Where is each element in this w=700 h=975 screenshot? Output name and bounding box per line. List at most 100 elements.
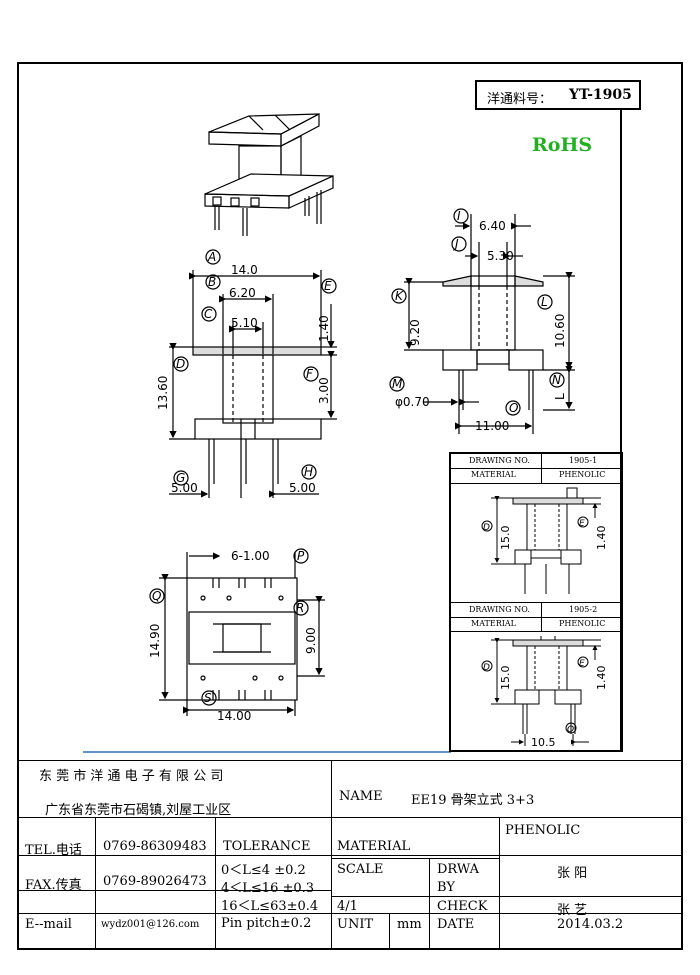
variant2-material: PHENOLIC [559, 619, 606, 628]
drawing-sheet: 洋通料号： YT-1905 RoHS [17, 62, 683, 950]
variant2-dim-15: 15.0 [499, 666, 512, 691]
scale-label: SCALE [337, 862, 384, 877]
tb-line-5 [19, 913, 681, 914]
dim-14-00: 14.00 [217, 709, 251, 723]
label-l: L [541, 295, 548, 309]
variant2-material-label: MATERIAL [471, 619, 516, 628]
variant2-header: DRAWING NO. 1905-2 MATERIAL PHENOLIC [451, 602, 621, 632]
variant1-drawing [481, 487, 601, 594]
label-h: H [304, 465, 313, 479]
email-label: E--mail [25, 917, 72, 932]
tb-vline-1 [331, 761, 332, 949]
date-value: 2014.03.2 [557, 917, 624, 932]
dim-13-60: 13.60 [156, 376, 170, 410]
dim-14: 14.0 [231, 263, 258, 277]
check-label: CHECK [437, 899, 488, 914]
front-view-labels: A B C E F G H D 14.0 6.20 5.10 13.60 1.4… [156, 250, 332, 495]
label-g: G [176, 471, 185, 485]
variant2-drawing [481, 636, 601, 746]
dim-9-20: 9.20 [408, 319, 422, 346]
fax-label: FAX.传真 [25, 878, 82, 893]
label-d: D [176, 357, 185, 371]
tolerance-line-2: 4＜L≤16 ±0.3 [221, 881, 315, 896]
variant1-drawing-no-label: DRAWING NO. [469, 456, 530, 465]
variant1-header: DRAWING NO. 1905-1 MATERIAL PHENOLIC [451, 454, 621, 484]
variant2-drawing-no-label: DRAWING NO. [469, 605, 530, 614]
dim-3-00: 3.00 [317, 377, 331, 404]
email-value: wydz001@126.com [101, 919, 200, 930]
front-view [169, 249, 337, 498]
dim-6-40: 6.40 [479, 219, 506, 233]
variant2-label-o: O [567, 725, 574, 735]
tolerance-line-4: Pin pitch±0.2 [221, 916, 312, 931]
variant1-drawing-no: 1905-1 [569, 456, 598, 465]
dim-l: L [553, 393, 567, 400]
dim-9-00: 9.00 [304, 627, 318, 654]
tb-line-1 [19, 817, 681, 818]
label-r: R [296, 601, 304, 615]
tel-label: TEL.电话 [25, 843, 82, 858]
dim-5-00-right: 5.00 [289, 481, 316, 495]
scale-value: 4/1 [337, 899, 358, 914]
label-k: K [395, 289, 404, 303]
variant1-labels: D E 15.0 1.40 [483, 519, 608, 550]
dim-14-90: 14.90 [148, 624, 162, 658]
label-e: E [324, 279, 332, 293]
variant1-material-label: MATERIAL [471, 470, 516, 479]
company-address: 广东省东莞市石碣镇,刘屋工业区 [45, 803, 232, 818]
dim-6-20: 6.20 [229, 286, 256, 300]
variant1-label-e: E [579, 519, 585, 529]
label-i: I [457, 209, 461, 223]
variant2-label-d: D [483, 663, 490, 673]
bottom-view [149, 548, 325, 716]
label-a: A [207, 250, 216, 264]
drawn-label-2: BY [437, 880, 455, 895]
tb-vline-6 [389, 913, 390, 949]
tolerance-line-3: 16＜L≤63±0.4 [221, 899, 319, 914]
title-block: 东 莞 市 洋 通 电 子 有 限 公 司 广东省东莞市石碣镇,刘屋工业区 NA… [19, 760, 681, 949]
dim-5-00-left: 5.00 [171, 481, 198, 495]
tb-line-4 [331, 896, 681, 897]
name-label: NAME [339, 789, 383, 804]
dim-5-30: 5.30 [487, 249, 514, 263]
label-n: N [552, 373, 561, 387]
material-label: MATERIAL [337, 839, 411, 854]
tb-vline-3 [215, 817, 216, 949]
label-f: F [306, 367, 314, 381]
drawn-by-value: 张 阳 [557, 866, 588, 881]
material-value: PHENOLIC [505, 823, 581, 838]
bottom-view-labels: P Q R S 6-1.00 14.90 9.00 14.00 [148, 549, 318, 723]
variant2-dim-10-5: 10.5 [531, 736, 556, 749]
variant1-dim-15: 15.0 [499, 526, 512, 551]
variant1-label-d: D [483, 523, 490, 533]
variant-panels: DRAWING NO. 1905-1 MATERIAL PHENOLIC DRA… [449, 452, 623, 752]
tel-value: 0769-86309483 [103, 839, 207, 854]
label-s: S [204, 691, 212, 705]
tb-vline-5 [429, 858, 430, 949]
dim-1-40: 1.40 [317, 315, 331, 342]
label-p: P [297, 549, 305, 563]
technical-drawings: A B C E F G H D 14.0 6.20 5.10 13.60 1.4… [83, 113, 575, 753]
dim-10-60: 10.60 [553, 314, 567, 348]
variant1-dim-1-40: 1.40 [595, 526, 608, 551]
dim-phi-0-70: φ0.70 [395, 395, 430, 409]
label-j: J [453, 237, 459, 251]
dim-11-00: 11.00 [475, 419, 509, 433]
name-value: EE19 骨架立式 3+3 [411, 793, 535, 808]
unit-value: mm [397, 917, 422, 932]
fax-value: 0769-89026473 [103, 874, 207, 889]
tolerance-line-1: 0＜L≤4 ±0.2 [221, 863, 306, 878]
part-number-value: YT-1905 [569, 87, 632, 103]
side-view [389, 208, 575, 434]
check-value: 张 艺 [557, 903, 588, 918]
dim-6-1-00: 6-1.00 [231, 549, 270, 563]
rohs-mark: RoHS [532, 134, 593, 156]
variant-drawings: D E 15.0 1.40 [481, 487, 608, 749]
tb-vline-2 [95, 817, 96, 949]
tb-line-2 [19, 855, 681, 856]
label-o: O [509, 401, 518, 415]
variant1-material: PHENOLIC [559, 470, 606, 479]
tolerance-label: TOLERANCE [223, 839, 311, 854]
date-label: DATE [437, 917, 475, 932]
label-q: Q [152, 589, 161, 603]
